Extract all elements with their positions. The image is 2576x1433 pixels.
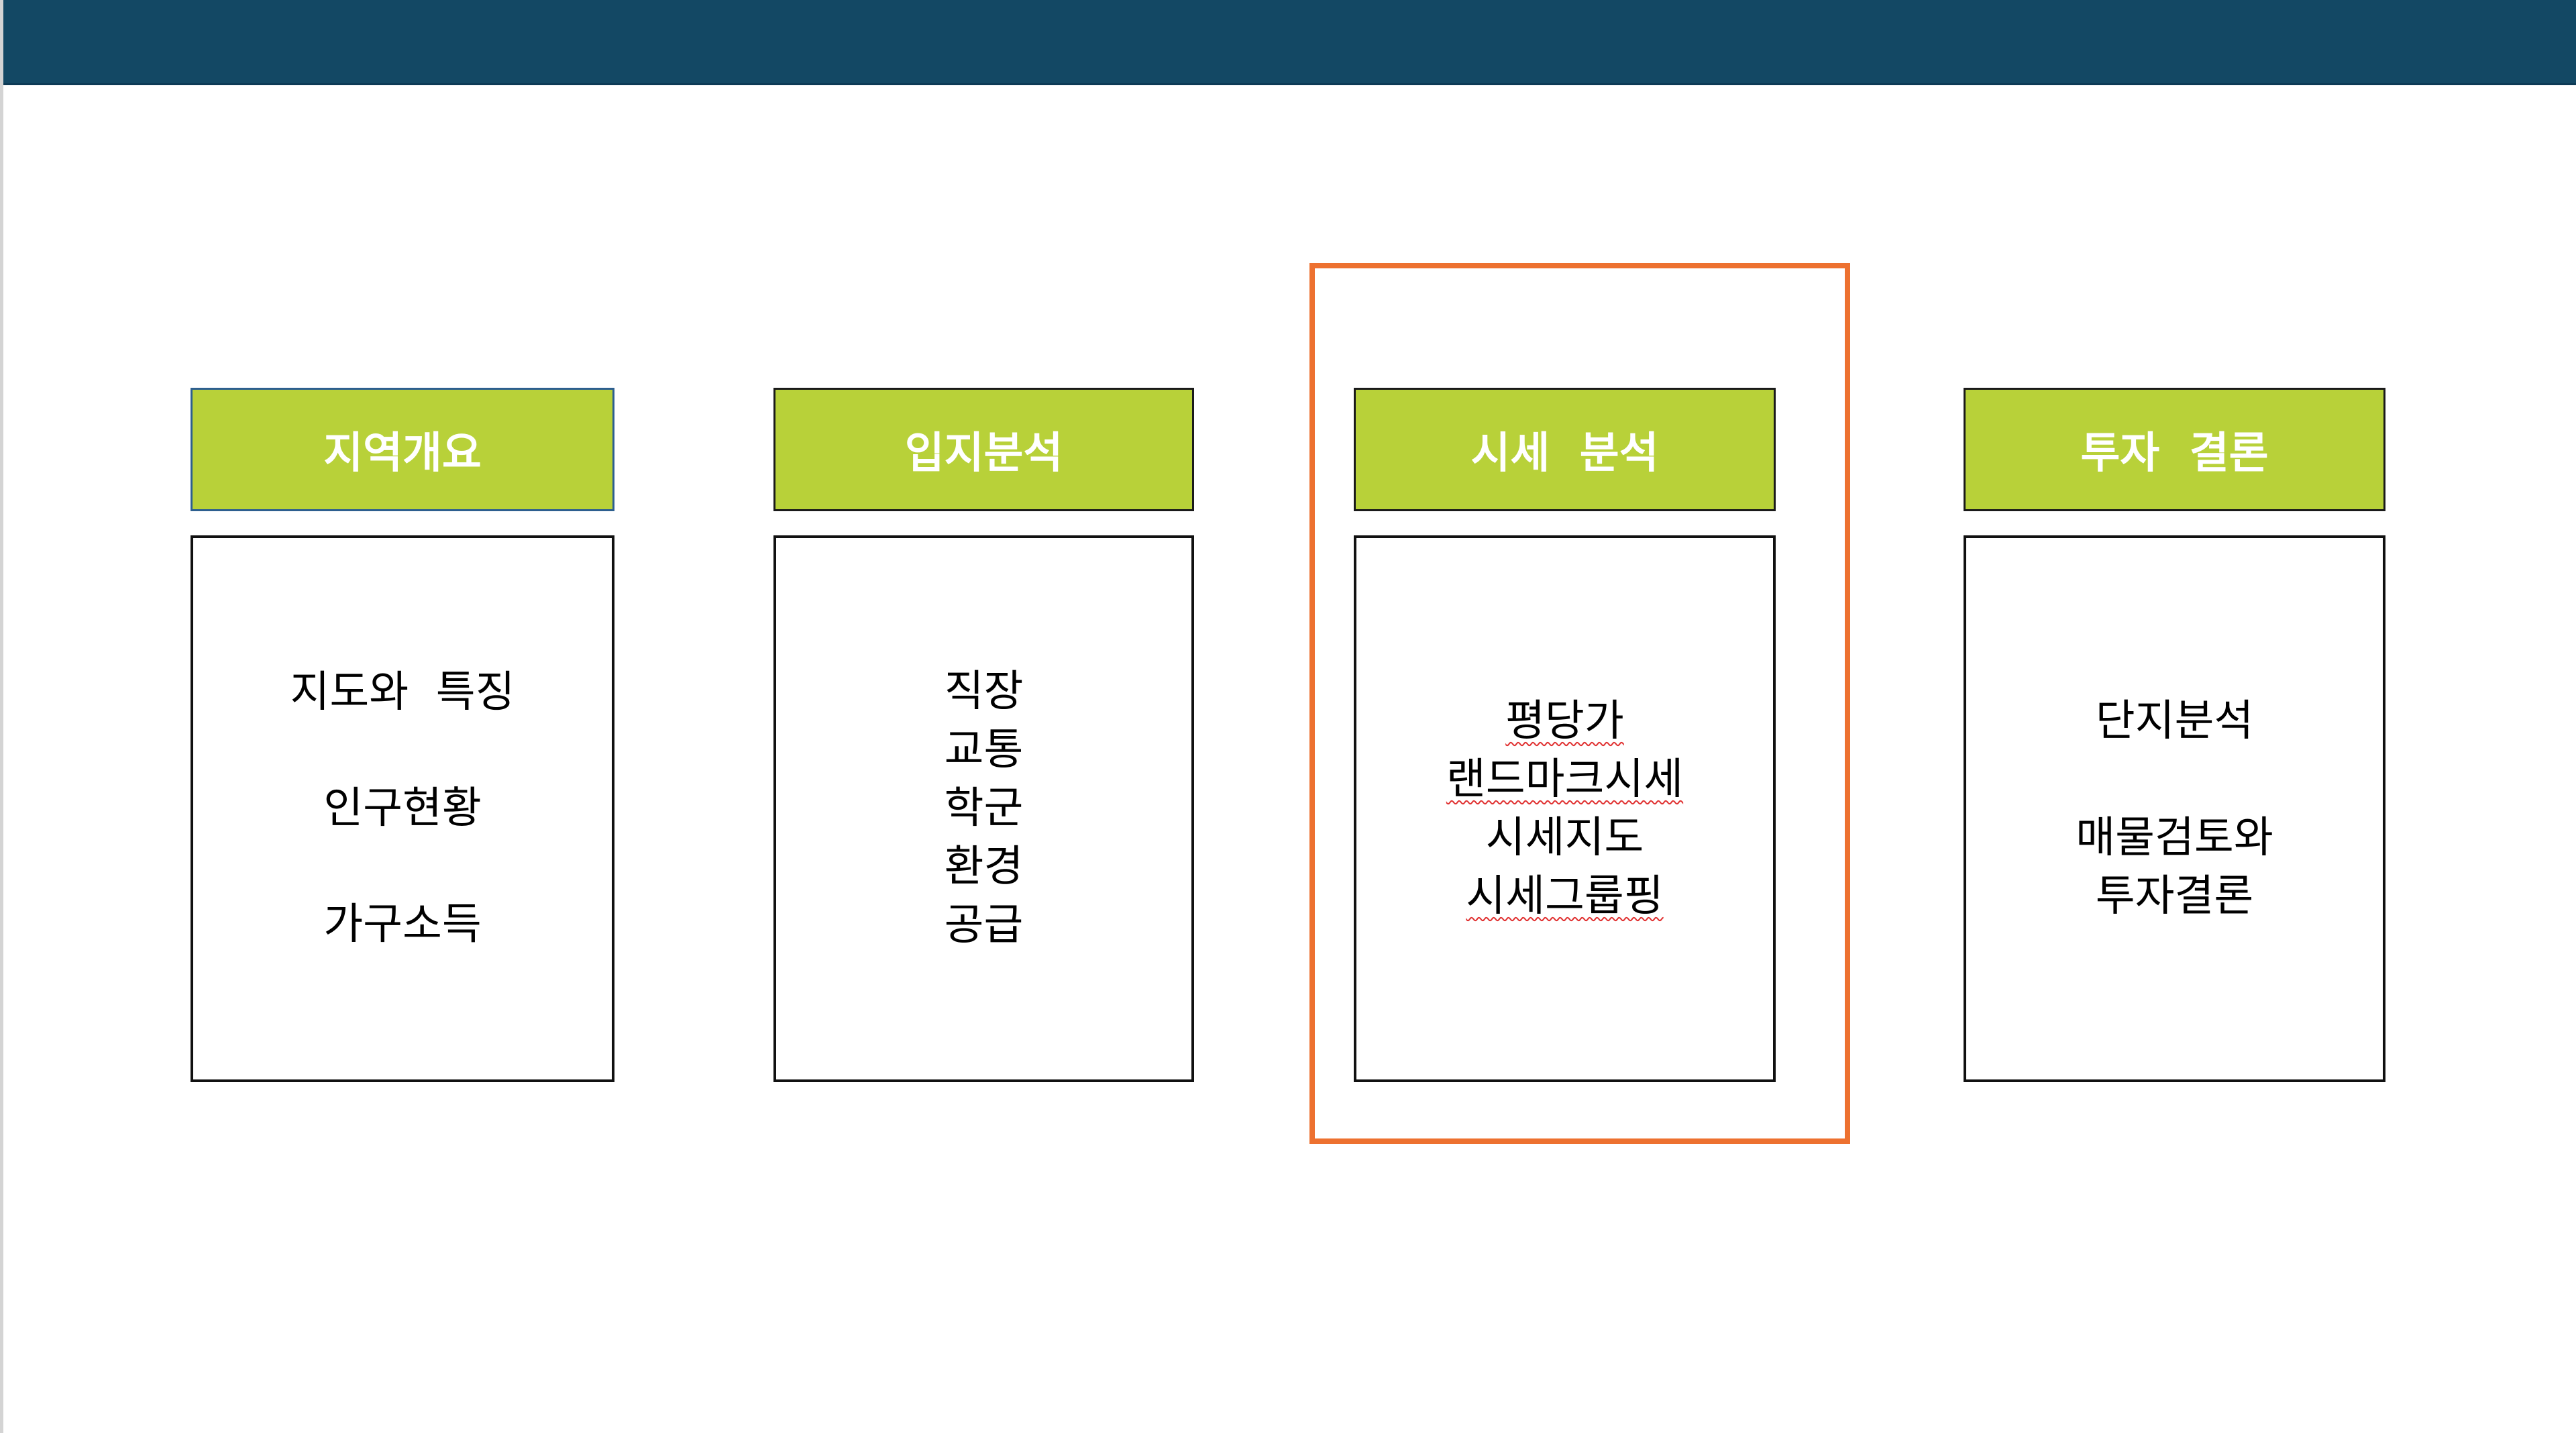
list-item: 매물검토와 <box>2076 812 2273 863</box>
list-item: 투자결론 <box>2095 871 2254 921</box>
window-edge <box>0 0 3 1433</box>
list-item: 직장 <box>944 667 1024 716</box>
header-price-analysis[interactable]: 시세 분석 <box>1354 388 1776 511</box>
header-location-analysis[interactable]: 입지분석 <box>773 388 1194 511</box>
list-item: 시세지도 <box>1485 812 1644 863</box>
list-item: 단지분석 <box>2095 696 2254 746</box>
content-box-region-overview[interactable]: 지도와 특징 인구현황 가구소득 <box>191 535 614 1082</box>
list-item: 공급 <box>944 900 1024 950</box>
selection-highlight-box <box>1309 263 1850 1144</box>
list-item: 평당가 <box>1505 692 1624 751</box>
list-item: 지도와 특징 <box>290 668 515 717</box>
slide-title-bar <box>3 0 2576 85</box>
content-box-location-analysis[interactable]: 직장 교통 학군 환경 공급 <box>773 535 1194 1082</box>
list-item: 학군 <box>944 784 1024 833</box>
list-item: 교통 <box>944 725 1024 775</box>
content-box-price-analysis[interactable]: 평당가 랜드마크시세 시세지도 시세그룹핑 <box>1354 535 1776 1082</box>
list-item: 인구현황 <box>323 784 482 833</box>
spellcheck-flagged-text: 랜드마크시세 <box>1446 754 1684 804</box>
spellcheck-flagged-text: 평당가 <box>1505 696 1624 746</box>
list-item: 환경 <box>944 842 1024 892</box>
list-item: 가구소득 <box>323 900 482 949</box>
header-investment-conclusion[interactable]: 투자 결론 <box>1964 388 2385 511</box>
header-region-overview[interactable]: 지역개요 <box>191 388 614 511</box>
list-item: 랜드마크시세 <box>1446 751 1683 809</box>
list-item: 시세그룹핑 <box>1466 867 1663 926</box>
spellcheck-flagged-text: 시세그룹핑 <box>1466 871 1664 921</box>
content-box-investment-conclusion[interactable]: 단지분석 매물검토와 투자결론 <box>1964 535 2385 1082</box>
